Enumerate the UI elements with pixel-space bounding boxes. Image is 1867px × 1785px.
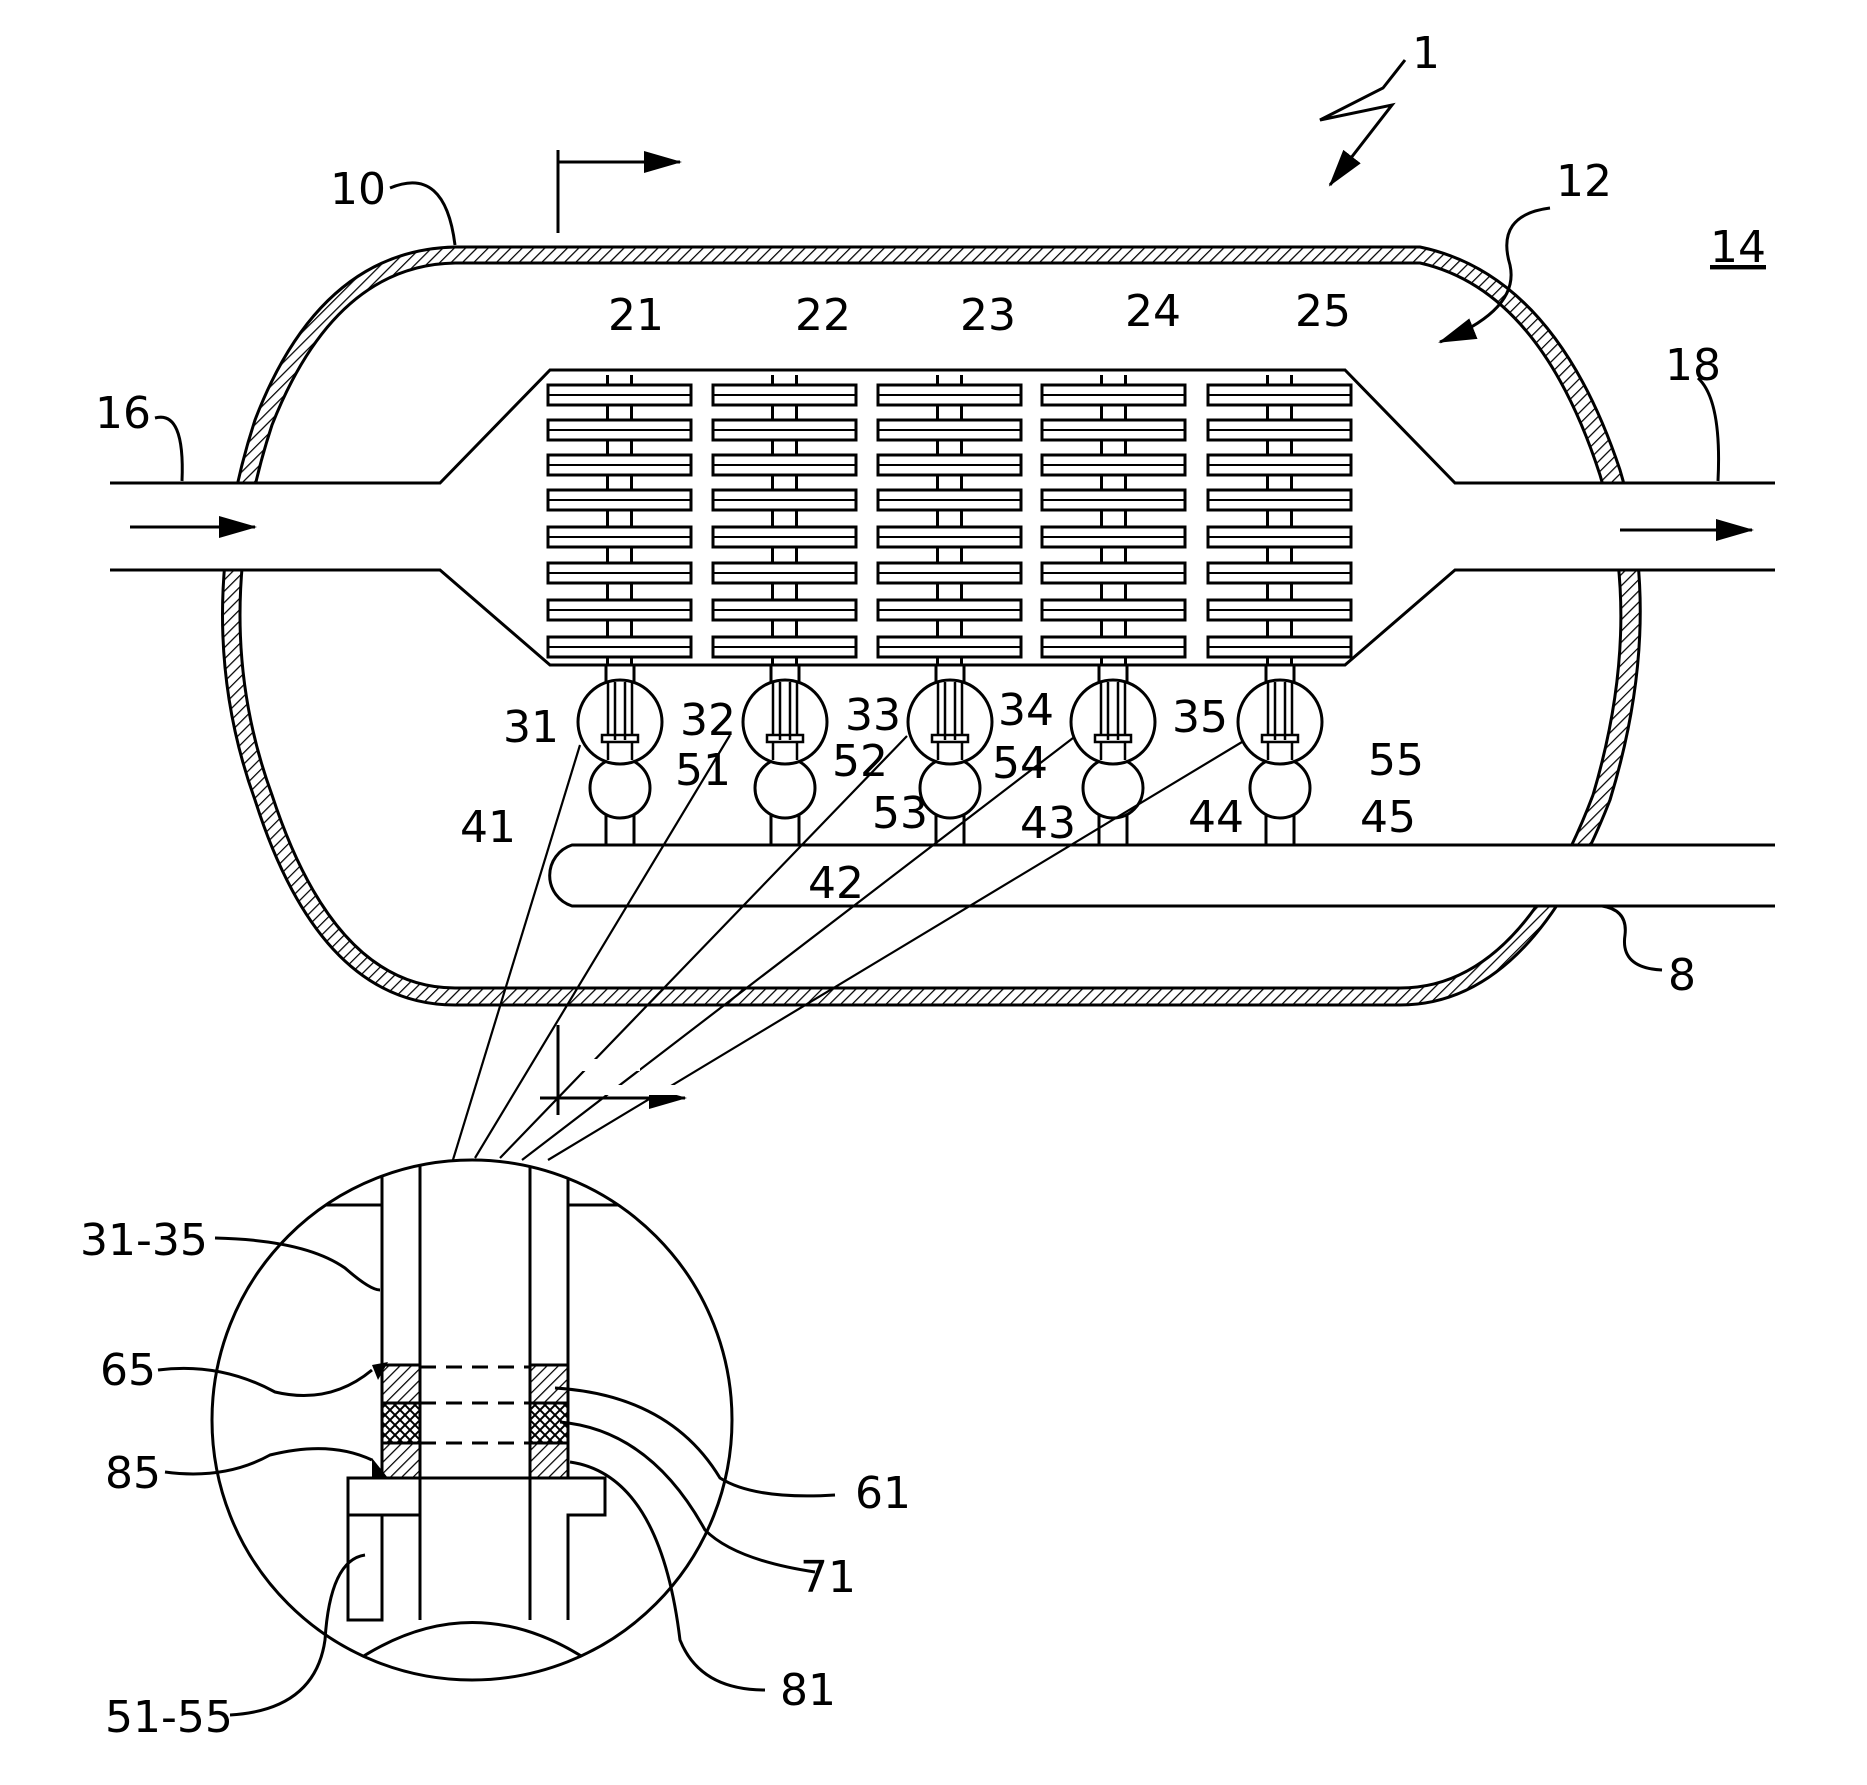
label-61: 61 — [855, 1468, 911, 1519]
label-31: 31 — [503, 702, 559, 753]
label-55: 55 — [1368, 735, 1424, 786]
label-45: 45 — [1360, 792, 1416, 843]
label-41: 41 — [460, 802, 516, 853]
seal-71-left — [382, 1403, 420, 1443]
coupling-35 — [1238, 680, 1322, 764]
coupling-32 — [743, 680, 827, 764]
seal-61-right — [530, 1365, 568, 1403]
label-71: 71 — [800, 1552, 856, 1603]
label-51: 51 — [675, 745, 731, 796]
label-81: 81 — [780, 1665, 836, 1716]
label-12: 12 — [1556, 156, 1612, 207]
label-65: 65 — [100, 1345, 156, 1396]
label-16: 16 — [95, 388, 151, 439]
label-52: 52 — [832, 736, 888, 787]
coupling-33 — [908, 680, 992, 764]
label-32: 32 — [680, 695, 736, 746]
label-42: 42 — [808, 858, 864, 909]
label-18: 18 — [1665, 340, 1721, 391]
label-10: 10 — [330, 164, 386, 215]
label-23: 23 — [960, 290, 1016, 341]
seal-81-left — [382, 1443, 420, 1478]
label-43: 43 — [1020, 798, 1076, 849]
label-54: 54 — [992, 738, 1048, 789]
coupling-31 — [578, 680, 662, 764]
label-35: 35 — [1172, 692, 1228, 743]
collection-pipe — [550, 845, 1775, 906]
seal-81-right — [530, 1443, 568, 1478]
joint-45 — [1250, 758, 1310, 818]
label-25: 25 — [1295, 286, 1351, 337]
section-marker-top — [558, 150, 680, 233]
label-53: 53 — [872, 788, 928, 839]
label-85: 85 — [105, 1448, 161, 1499]
joint-42 — [755, 758, 815, 818]
seal-61-left — [382, 1365, 420, 1403]
joint-43 — [920, 758, 980, 818]
label-24: 24 — [1125, 286, 1181, 337]
label-31-35: 31-35 — [80, 1215, 208, 1266]
label-34: 34 — [998, 685, 1054, 736]
label-22: 22 — [795, 290, 851, 341]
label-51-55: 51-55 — [105, 1692, 233, 1743]
coupling-34 — [1071, 680, 1155, 764]
joint-41 — [590, 758, 650, 818]
label-8: 8 — [1668, 950, 1696, 1001]
joint-44 — [1083, 758, 1143, 818]
label-21: 21 — [608, 290, 664, 341]
label-33: 33 — [845, 690, 901, 741]
label-44: 44 — [1188, 792, 1244, 843]
label-1: 1 — [1412, 28, 1440, 79]
label-14: 14 — [1710, 222, 1766, 273]
